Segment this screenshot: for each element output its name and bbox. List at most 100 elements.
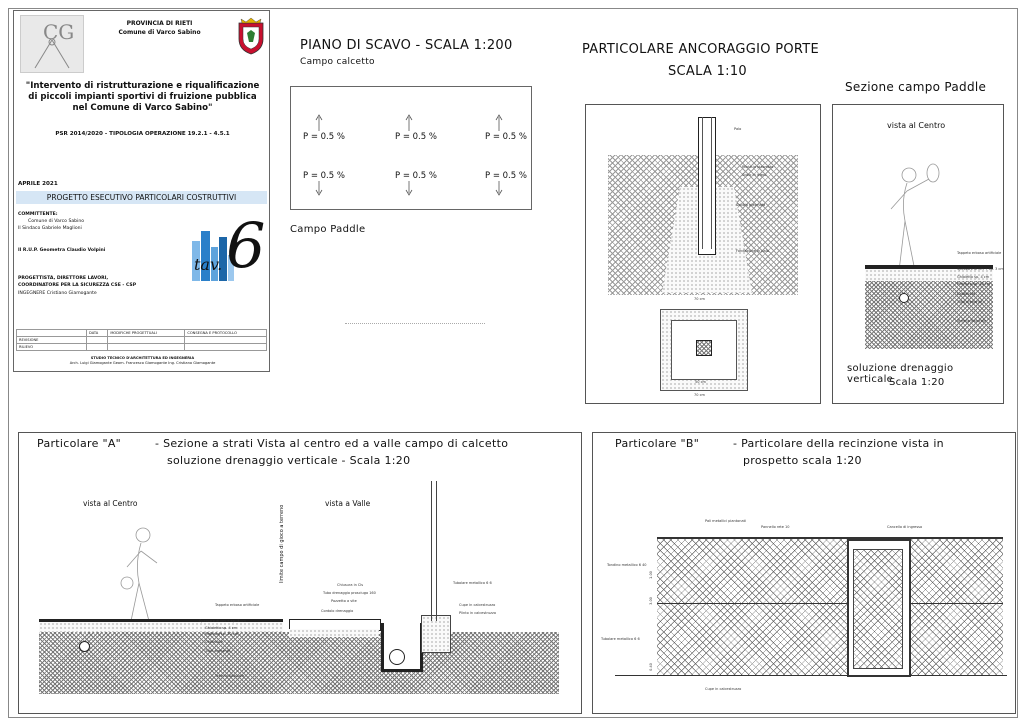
- table-header: [16, 329, 87, 337]
- slope-label: P = 0.5 %: [485, 132, 527, 142]
- player-silhouette-icon: [120, 527, 158, 622]
- studio-footer: STUDIO TECNICO D'ARCHITETTURA ED INGEGNE…: [22, 356, 263, 366]
- layer-label: Pietrisco sp. 10 cm: [957, 282, 991, 286]
- ancoraggio-scale: SCALA 1:10: [668, 64, 747, 79]
- gate: [847, 539, 911, 677]
- particolare-a-title-1: - Sezione a strati Vista al centro ed a …: [155, 437, 509, 450]
- province-header: PROVINCIA DI RIETI Comune di Varco Sabin…: [102, 19, 217, 37]
- view-centro-label: vista al Centro: [83, 499, 138, 508]
- slope-label: P = 0.5 %: [485, 171, 527, 181]
- paddle-scale: Scala 1:20: [889, 377, 945, 388]
- issue-date: APRILE 2021: [18, 181, 58, 187]
- dimension-label: 70 cm: [694, 393, 705, 397]
- scavo-subtitle: Campo calcetto: [300, 57, 375, 67]
- slope-label: P = 0.5 %: [395, 171, 437, 181]
- fence-post: [431, 481, 437, 621]
- callout-label: Chiusura in Cls: [337, 583, 364, 587]
- studio-name: STUDIO TECNICO D'ARCHITETTURA ED INGEGNE…: [90, 356, 195, 360]
- soil-layer: [865, 281, 993, 349]
- callout-label: Pannello rete 10: [761, 525, 790, 529]
- ancoraggio-panel: Palo Plinto in plasmato Scolo in legno S…: [585, 104, 821, 404]
- post-footing: [421, 615, 451, 653]
- sheet-number: tav. 6: [188, 209, 268, 291]
- callout-label: Cupe in calcestruzzo: [705, 687, 742, 691]
- table-row-label: REVISIONE: [16, 336, 87, 344]
- table-row-label: RILIEVO: [16, 343, 87, 351]
- callout-label: Fondazione in palo: [736, 249, 769, 253]
- sheet-frame: [8, 8, 1018, 718]
- layer-label: Geotessile: [957, 292, 976, 296]
- fence-mesh: [657, 537, 1003, 676]
- player-silhouette-icon: [890, 163, 940, 272]
- phase-band: PROGETTO ESECUTIVO PARTICOLARI COSTRUTTI…: [16, 191, 267, 204]
- particolare-b-label: Particolare "B": [615, 437, 700, 450]
- rup-name: Il R.U.P. Geometra Claudio Volpini: [18, 248, 106, 253]
- ancoraggio-title: PARTICOLARE ANCORAGGIO PORTE: [582, 42, 820, 57]
- callout-label: Scolo in legno: [742, 173, 767, 177]
- callout-label: Pali metallici piantonati: [705, 519, 746, 523]
- dimension-label: 70 cm: [694, 297, 705, 301]
- layer-label: Spessore di cm + sp. 3 cm: [957, 267, 1004, 271]
- callout-label: Plinto in plasmato: [742, 165, 774, 169]
- table-header: DATA: [85, 329, 109, 337]
- designer-role-2: COORDINATORE PER LA SICUREZZA CSE - CSP: [18, 283, 137, 288]
- particolare-a-panel: Particolare "A" - Sezione a strati Vista…: [18, 432, 582, 714]
- title-block: CG PROVINCIA DI RIETI Comune di Varco Sa…: [13, 10, 270, 372]
- layer-label: Ghiaietto sp. 4 cm: [957, 275, 990, 279]
- paddle-plan-label: Campo Paddle: [290, 224, 366, 235]
- table-header: CONSEGNA E PROTOCOLLO: [184, 329, 267, 337]
- particolare-b-panel: Particolare "B" - Particolare della reci…: [592, 432, 1016, 714]
- logo-text: CG: [43, 20, 75, 44]
- designer-name: INGEGNERE Cristiano Giamogante: [18, 291, 97, 296]
- layer-label: Tappeto erboso artificiale: [957, 251, 1002, 255]
- municipal-crest-icon: [238, 17, 264, 55]
- particolare-a-title-2: soluzione drenaggio verticale - Scala 1:…: [167, 454, 411, 467]
- layer-label: Tubo drenante: [957, 300, 983, 304]
- callout-label: Cancello di ingresso: [887, 525, 923, 529]
- paddle-title: Sezione campo Paddle: [845, 80, 987, 94]
- particolare-a-label: Particolare "A": [37, 437, 122, 450]
- layer-label: Terreno Naturale: [957, 319, 987, 323]
- layer-label: Pietrisco sp. 10 cm: [205, 632, 239, 636]
- slope-label: P = 0.5 %: [303, 132, 345, 142]
- particolare-b-title-1: - Particolare della recinzione vista in: [733, 437, 944, 450]
- callout-label: Cordolo drenaggio: [321, 609, 354, 613]
- paddle-view-label: vista al Centro: [887, 121, 946, 130]
- studio-logo: CG: [20, 15, 84, 73]
- callout-label: Tubolare metallico 6 6: [601, 637, 640, 641]
- footing-plan: 50 cm: [660, 309, 748, 391]
- tav-number: 6: [226, 209, 266, 282]
- drain-pipe: [79, 641, 90, 652]
- view-valle-label: vista a Valle: [325, 499, 371, 508]
- layer-label: Geotessile: [205, 640, 224, 644]
- drain-channel: [381, 623, 423, 672]
- dimension-label: 0.40: [648, 663, 653, 671]
- skyline-icon: [192, 231, 234, 281]
- callout-label: Tubo drenaggio prosciugo 160: [323, 591, 376, 595]
- tav-label: tav.: [194, 255, 223, 274]
- slope-label: P = 0.5 %: [303, 171, 345, 181]
- soil-layer: [39, 632, 559, 694]
- municipality-name: Comune di Varco Sabino: [118, 29, 201, 36]
- studio-members: Arch. Luigi Giamogante Geom. Francesco G…: [69, 361, 216, 365]
- paddle-panel: vista al Centro Tappeto erboso artificia…: [832, 104, 1004, 404]
- province-name: PROVINCIA DI RIETI: [126, 20, 193, 27]
- layer-label: Tubo drenante: [205, 649, 231, 653]
- callout-label: Sabbia plasmata: [736, 203, 766, 207]
- dimension-label: 50 cm: [695, 380, 706, 384]
- scale-bar: [345, 323, 485, 324]
- callout-label: Pozzetto a vite: [331, 599, 357, 603]
- layer-label: Tappeto erboso artificiale: [215, 603, 260, 607]
- drain-pipe: [389, 649, 405, 665]
- calcetto-plan: P = 0.5 % P = 0.5 % P = 0.5 % P = 0.5 % …: [290, 86, 532, 210]
- particolare-b-title-2: prospetto scala 1:20: [743, 454, 862, 467]
- mayor-name: Il Sindaco Gabriele Maglioni: [18, 226, 82, 231]
- committente-name: Comune di Varco Sabino: [28, 219, 85, 224]
- layer-label: Terreno Naturale: [215, 674, 245, 678]
- callout-label: Palo: [734, 127, 742, 131]
- dimension-label: 3.00: [648, 597, 653, 605]
- drainage-arrows: [315, 114, 503, 196]
- designer-role-1: PROGETTISTA, DIRETTORE LAVORI,: [18, 276, 109, 281]
- drain-pipe: [899, 293, 909, 303]
